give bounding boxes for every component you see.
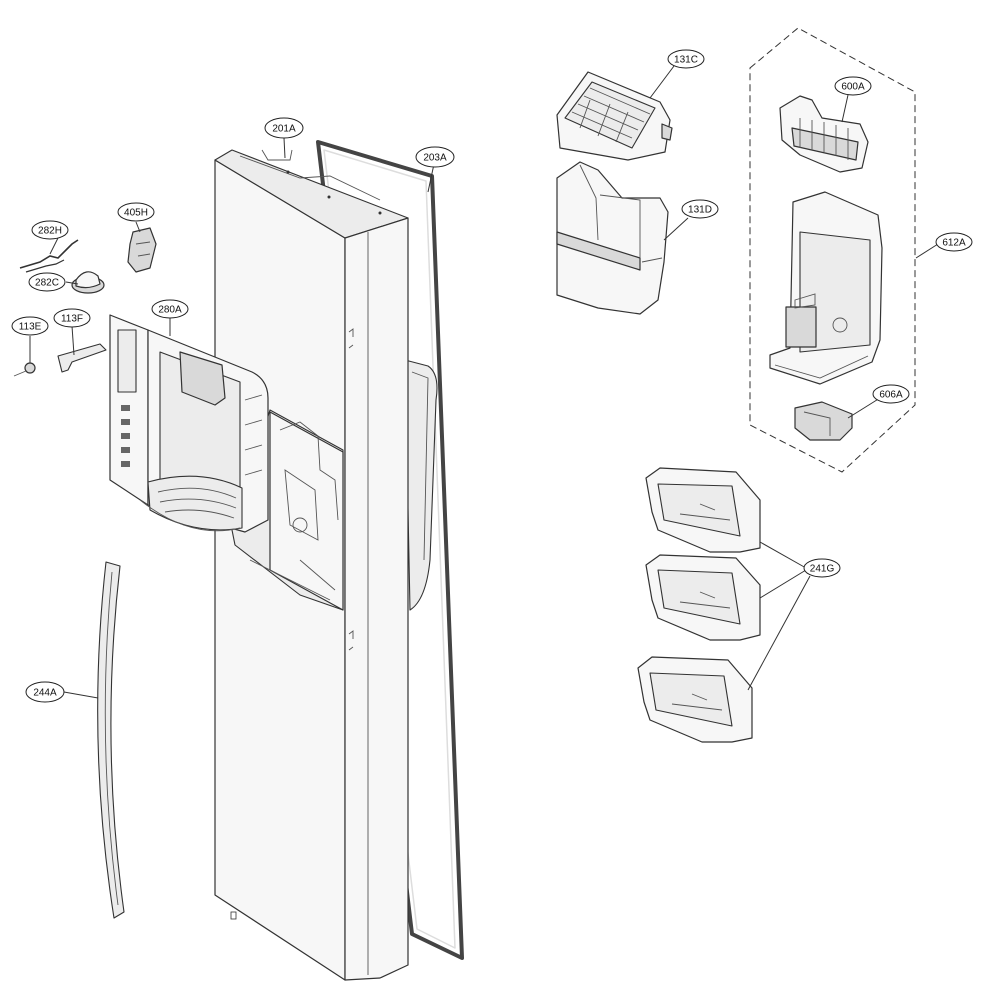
callout-203A: 203A: [415, 146, 455, 168]
part-405H: [127, 227, 157, 273]
part-282C: [71, 271, 105, 294]
dispenser-cover-part: [109, 314, 269, 533]
part-113E: [13, 362, 36, 377]
callout-282C: 282C: [28, 272, 66, 292]
callout-600A: 600A: [834, 76, 872, 96]
svg-text:280A: 280A: [158, 305, 182, 316]
callout-606A: 606A: [872, 384, 910, 404]
svg-text:203A: 203A: [423, 153, 447, 164]
callout-131D: 131D: [681, 199, 719, 219]
callout-113E: 113E: [11, 316, 49, 336]
part-113F: [57, 343, 107, 373]
svg-text:606A: 606A: [879, 390, 903, 401]
callout-405H: 405H: [117, 202, 155, 222]
callout-241G: 241G: [803, 558, 841, 578]
door-bin-3: [637, 656, 753, 743]
svg-text:244A: 244A: [33, 688, 57, 699]
callout-280A: 280A: [151, 299, 189, 319]
part-606A: [794, 401, 853, 441]
svg-text:113F: 113F: [61, 314, 83, 325]
part-131D: [556, 161, 669, 315]
callout-282H: 282H: [31, 220, 69, 240]
door-handle-part: [97, 561, 125, 919]
door-bin-1: [645, 467, 761, 553]
part-600A: [779, 95, 869, 173]
callout-612A: 612A: [935, 232, 973, 252]
callout-113F: 113F: [53, 308, 91, 328]
svg-text:282H: 282H: [38, 226, 62, 237]
callout-131C: 131C: [667, 49, 705, 69]
door-bin-2: [645, 554, 761, 641]
svg-text:241G: 241G: [810, 564, 835, 575]
svg-text:612A: 612A: [942, 238, 966, 249]
part-282H: [19, 239, 79, 273]
callout-244A: 244A: [25, 681, 65, 703]
svg-text:131D: 131D: [688, 205, 712, 216]
callout-201A: 201A: [264, 117, 304, 139]
svg-text:201A: 201A: [272, 124, 296, 135]
svg-text:282C: 282C: [35, 278, 59, 289]
part-131C: [556, 71, 673, 161]
svg-text:113E: 113E: [19, 322, 42, 333]
part-612A-housing: [769, 191, 883, 385]
svg-text:131C: 131C: [674, 55, 698, 66]
assembly-612A-outline: [749, 27, 916, 473]
leader-lines: [29, 65, 939, 699]
svg-text:405H: 405H: [124, 208, 148, 219]
svg-text:600A: 600A: [841, 82, 865, 93]
door-back-bulge: [404, 359, 438, 611]
